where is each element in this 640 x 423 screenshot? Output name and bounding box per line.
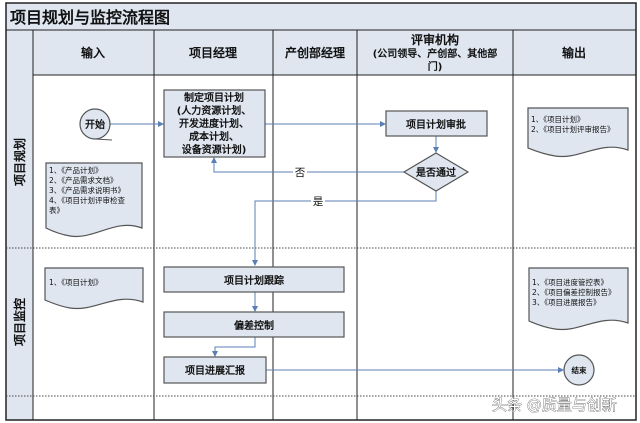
svg-text:结束: 结束 (572, 365, 587, 375)
svg-text:表》: 表》 (49, 205, 64, 215)
diagram-title: 项目规划与监控流程图 (10, 8, 170, 27)
column-header-dept-manager: 产创部经理 (285, 45, 345, 60)
column-header-review-sub2: 门) (428, 60, 443, 73)
column-header-output: 输出 (562, 45, 586, 60)
outer-border (5, 2, 637, 421)
track-box: 项目计划跟踪 (163, 266, 345, 293)
svg-text:制定项目计划: 制定项目计划 (184, 91, 244, 104)
end-node: 结束 (563, 354, 595, 386)
column-header-review-sub: (公司领导、产创部、其他部 (373, 47, 498, 60)
make-plan-box: 制定项目计划 (人力资源计划、 开发进度计划、 成本计划、 设备资源计划) (163, 89, 266, 158)
column-header-pm: 项目经理 (189, 45, 237, 60)
svg-text:项目计划审批: 项目计划审批 (406, 118, 466, 131)
decision-diamond: 是否通过 (402, 152, 470, 192)
svg-text:开始: 开始 (85, 118, 105, 131)
monitor-outputs-doc: 1、《项目进度管控表》 2、《项目偏差控制报告》 3、《项目进展报告》 (528, 267, 629, 331)
svg-text:是否通过: 是否通过 (415, 166, 456, 179)
report-box: 项目进展汇报 (163, 356, 267, 384)
svg-text:成本计划、: 成本计划、 (189, 130, 239, 143)
svg-text:2、《产品需求文档》: 2、《产品需求文档》 (49, 175, 118, 185)
start-node: 开始 (79, 108, 113, 141)
deviation-box: 偏差控制 (163, 311, 345, 338)
svg-text:偏差控制: 偏差控制 (234, 319, 274, 332)
svg-text:2、《项目计划评审报告》: 2、《项目计划评审报告》 (531, 124, 615, 134)
svg-text:1、《项目进度管控表》: 1、《项目进度管控表》 (532, 277, 608, 287)
svg-text:1、《产品计划》: 1、《产品计划》 (49, 165, 103, 175)
watermark: 头条 @质量与创新 (492, 396, 617, 414)
svg-text:3、《项目进展报告》: 3、《项目进展报告》 (532, 297, 601, 307)
lane-label-column (6, 30, 33, 420)
title-bar (6, 3, 636, 30)
approve-box: 项目计划审批 (385, 110, 488, 137)
svg-text:1、《项目计划》: 1、《项目计划》 (49, 277, 103, 287)
column-header-input: 输入 (81, 45, 105, 60)
lane-label-planning: 项目规划 (12, 138, 27, 186)
column-header-review: 评审机构 (411, 32, 459, 47)
header-row (33, 30, 636, 75)
svg-text:1、《项目计划》: 1、《项目计划》 (531, 114, 585, 124)
svg-text:项目进展汇报: 项目进展汇报 (185, 364, 245, 377)
no-label: 否 (295, 167, 306, 179)
lane-label-monitoring: 项目监控 (12, 298, 27, 346)
svg-text:设备资源计划): 设备资源计划) (182, 143, 247, 156)
svg-text:(人力资源计划、: (人力资源计划、 (177, 104, 252, 117)
yes-label: 是 (313, 196, 324, 208)
svg-text:4、《项目计划评审检查: 4、《项目计划评审检查 (49, 195, 126, 205)
svg-text:3、《产品需求说明书》: 3、《产品需求说明书》 (49, 185, 125, 195)
svg-text:项目计划跟踪: 项目计划跟踪 (224, 274, 284, 287)
svg-text:开发进度计划、: 开发进度计划、 (179, 117, 249, 130)
plan-outputs-doc: 1、《项目计划》 2、《项目计划评审报告》 (527, 107, 629, 158)
svg-text:2、《项目偏差控制报告》: 2、《项目偏差控制报告》 (532, 287, 616, 297)
monitor-inputs-doc: 1、《项目计划》 (44, 267, 144, 310)
plan-inputs-doc: 1、《产品计划》 2、《产品需求文档》 3、《产品需求说明书》 4、《项目计划评… (45, 162, 143, 238)
